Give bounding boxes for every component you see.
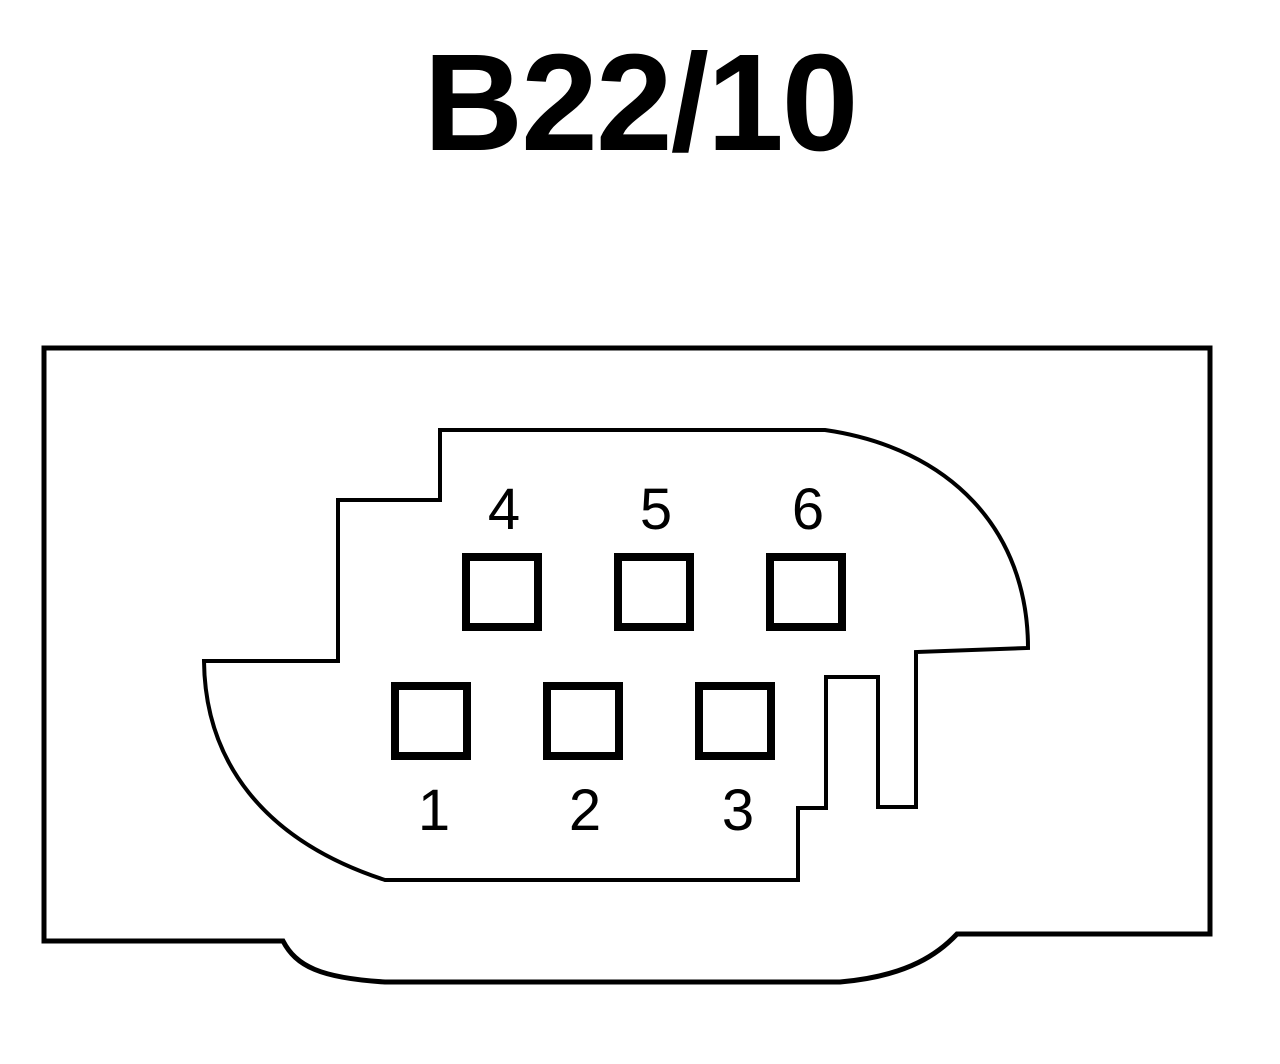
pin-2-label: 2: [569, 778, 601, 843]
connector-title: B22/10: [423, 26, 859, 180]
pin-5-contact: [614, 553, 694, 631]
connector-housing: [201, 428, 1031, 882]
pin-3-contact: [695, 682, 775, 760]
pin-3-label: 3: [722, 778, 754, 843]
pin-1-label: 1: [418, 778, 450, 843]
pin-2-contact: [543, 682, 623, 760]
pin-4-contact: [462, 553, 542, 631]
pin-6-contact: [766, 553, 846, 631]
pin-6-label: 6: [792, 477, 824, 542]
pin-5-label: 5: [640, 477, 672, 542]
pin-4-label: 4: [488, 477, 520, 542]
pin-1-contact: [391, 682, 471, 760]
connector-outer-frame: [41, 345, 1213, 985]
